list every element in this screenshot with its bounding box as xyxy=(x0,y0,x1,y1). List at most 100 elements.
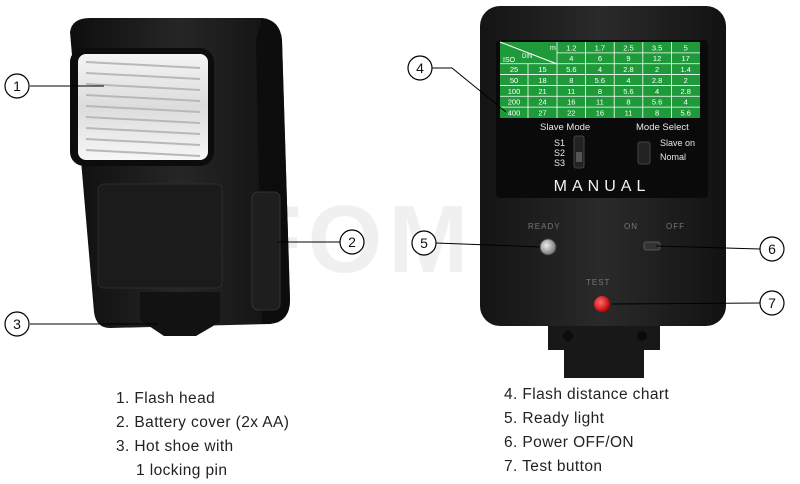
chart-cell: 5.6 xyxy=(680,109,690,118)
chart-cell: 11 xyxy=(625,109,633,118)
chart-corner-din: DIN xyxy=(522,54,532,60)
chart-corner-m: m xyxy=(550,45,556,52)
chart-distance-ft: 9 xyxy=(626,54,630,63)
chart-cell: 5.6 xyxy=(623,87,633,96)
chart-cell: 2 xyxy=(684,76,688,85)
legend-item-ready-light: 5. Ready light xyxy=(504,410,605,427)
legend-right: 4. Flash distance chart 5. Ready light 6… xyxy=(504,383,669,479)
chart-cell: 4 xyxy=(598,65,602,74)
hot-shoe-left xyxy=(140,292,220,336)
chart-distance-ft: 17 xyxy=(682,54,690,63)
chart-distance-ft: 4 xyxy=(569,54,573,63)
chart-distance-m: 2.5 xyxy=(623,43,633,52)
callout-circle-1 xyxy=(4,73,30,99)
chart-cell: 2.8 xyxy=(623,65,633,74)
lens-rib xyxy=(85,116,201,124)
on-label: ON xyxy=(624,222,638,231)
chart-distance-ft: 12 xyxy=(653,54,661,63)
chart-iso-value: 400 xyxy=(508,109,521,118)
lens-rib xyxy=(85,61,201,69)
leader-line-5 xyxy=(435,242,541,248)
lens-rib xyxy=(85,94,201,102)
s2-label: S2 xyxy=(554,148,565,158)
callout-number-5: 5 xyxy=(420,235,428,251)
chart-cell: 16 xyxy=(596,109,604,118)
chart-cell: 4 xyxy=(655,87,659,96)
chart-din-value: 27 xyxy=(538,109,546,118)
off-label: OFF xyxy=(666,222,685,231)
chart-cell: 8 xyxy=(598,87,602,96)
chart-cell: 8 xyxy=(626,98,630,107)
legend-left: 1. Flash head 2. Battery cover (2x AA) 3… xyxy=(116,387,289,483)
callout-circle-5 xyxy=(411,230,437,256)
mode-select-label: Mode Select xyxy=(636,122,689,133)
chart-din-value: 21 xyxy=(538,87,546,96)
chart-iso-value: 25 xyxy=(510,65,518,74)
chart-iso-value: 50 xyxy=(510,76,518,85)
callout-number-7: 7 xyxy=(768,295,776,311)
s1-label: S1 xyxy=(554,138,565,148)
chart-distance-ft: 6 xyxy=(598,54,602,63)
lens-rib xyxy=(85,138,201,146)
chart-iso-value: 200 xyxy=(508,98,521,107)
hot-shoe-screw-left xyxy=(563,331,573,341)
chart-cell: 5.6 xyxy=(566,65,576,74)
lens-rib xyxy=(85,149,201,157)
chart-din-value: 15 xyxy=(538,65,546,74)
hot-shoe-screw-right xyxy=(637,331,647,341)
chart-cell: 4 xyxy=(684,98,688,107)
callout-number-3: 3 xyxy=(13,316,21,332)
leader-line-6 xyxy=(655,245,761,250)
chart-cell: 5.6 xyxy=(595,76,605,85)
legend-item-hot-shoe: 3. Hot shoe with xyxy=(116,438,234,455)
slave-mode-switch-knob xyxy=(576,152,582,162)
legend-item-power: 6. Power OFF/ON xyxy=(504,434,635,451)
chart-cell: 8 xyxy=(569,76,573,85)
test-button[interactable] xyxy=(594,296,610,312)
callout-circle-2 xyxy=(339,229,365,255)
mode-select-switch[interactable] xyxy=(637,141,651,165)
callout-number-1: 1 xyxy=(13,78,21,94)
ready-label: READY xyxy=(528,222,561,231)
lens-rib xyxy=(85,72,201,80)
callout-number-4: 4 xyxy=(416,60,424,76)
front-panel-left xyxy=(97,183,223,289)
ready-light xyxy=(539,238,557,256)
flash-lens-ribs xyxy=(85,61,201,157)
chart-cell: 2.8 xyxy=(652,76,662,85)
chart-cell: 16 xyxy=(567,98,575,107)
leader-line-4 xyxy=(432,67,507,113)
chart-cell: 11 xyxy=(596,98,604,107)
callout-circle-6 xyxy=(759,236,785,262)
chart-iso-value: 100 xyxy=(508,87,521,96)
chart-corner-diagonal xyxy=(499,41,558,65)
chart-cell: 5.6 xyxy=(652,98,662,107)
legend-item-hot-shoe-cont: 1 locking pin xyxy=(136,462,228,479)
chart-distance-m: 5 xyxy=(684,43,688,52)
lens-rib xyxy=(85,83,201,91)
slave-on-label: Slave on xyxy=(660,138,695,148)
chart-corner-iso: ISO xyxy=(503,57,516,64)
callout-number-2: 2 xyxy=(348,234,356,250)
chart-cell: 1.4 xyxy=(680,65,690,74)
chart-distance-m: 3.5 xyxy=(652,43,662,52)
legend-item-battery-cover: 2. Battery cover (2x AA) xyxy=(116,414,290,431)
battery-cover xyxy=(251,191,281,311)
flash-left xyxy=(70,18,290,336)
legend-item-test-button: 7. Test button xyxy=(504,458,603,475)
hot-shoe-right xyxy=(548,326,660,378)
chart-cell: 2.8 xyxy=(680,87,690,96)
lens-rib xyxy=(85,105,201,113)
leader-line-7 xyxy=(611,302,761,305)
chart-cell: 11 xyxy=(567,87,575,96)
callout-circle-3 xyxy=(4,311,30,337)
slave-mode-label: Slave Mode xyxy=(540,122,590,133)
chart-din-value: 18 xyxy=(538,76,546,85)
chart-cell: 4 xyxy=(626,76,630,85)
test-label: TEST xyxy=(586,278,610,287)
s3-label: S3 xyxy=(554,158,565,168)
